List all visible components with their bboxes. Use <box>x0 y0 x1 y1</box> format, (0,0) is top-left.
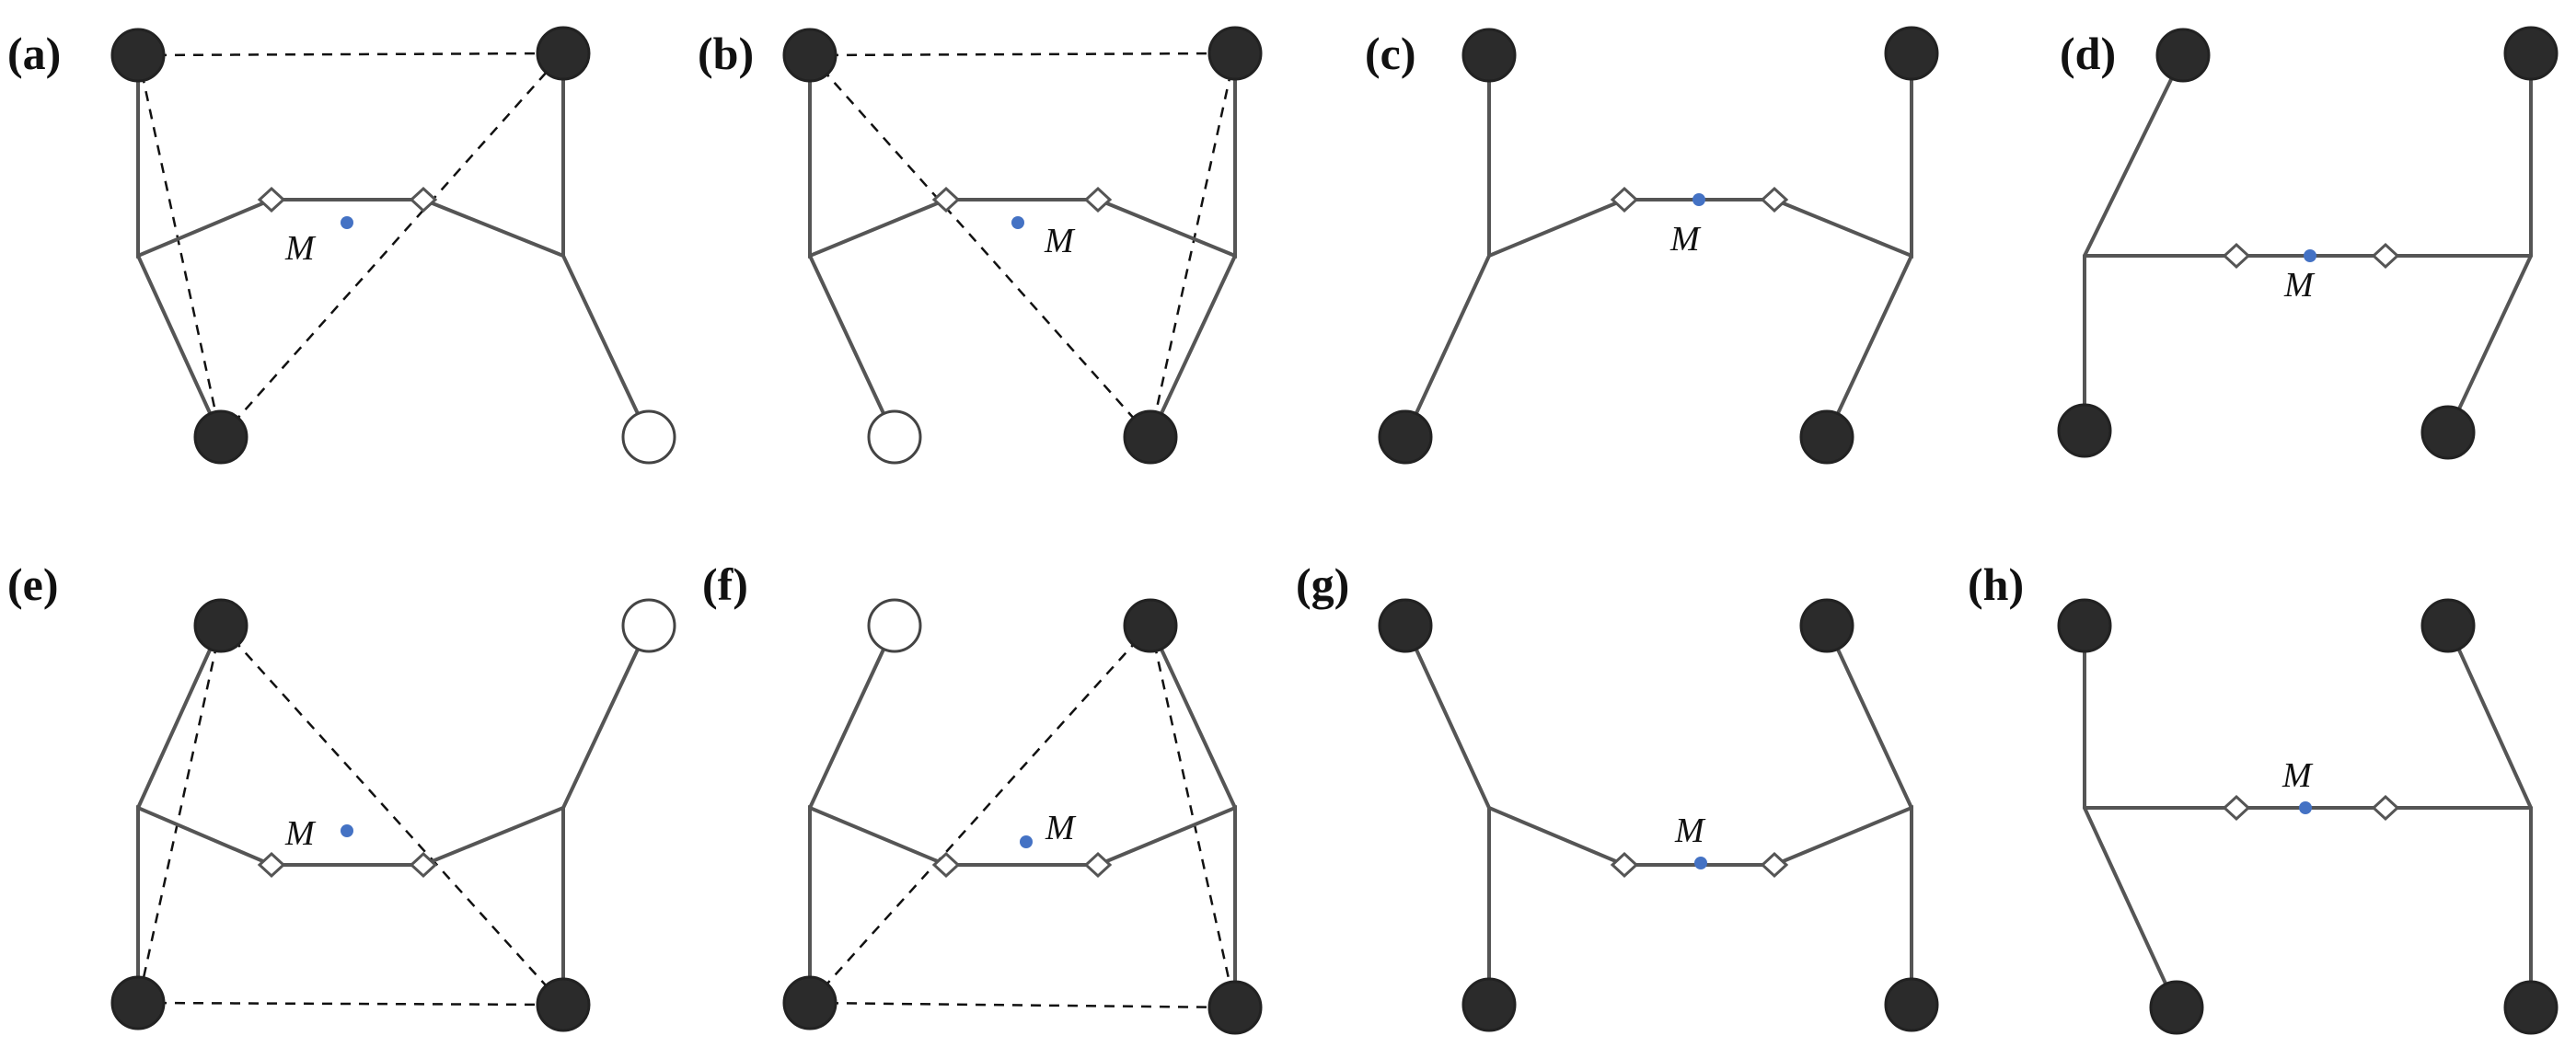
panel-h-contact-foot-bottom-right <box>2503 980 2559 1035</box>
panel-e-contact-foot-bottom-left <box>110 975 166 1030</box>
panel-d-center-point <box>2304 249 2316 262</box>
panel-c-links <box>1404 52 1913 439</box>
panel-d-revolute-joint-left <box>2222 242 2251 270</box>
panel-f-contact-foot-bottom-left <box>782 975 837 1030</box>
panel-g: (g) M <box>1296 558 1939 1032</box>
panel-b: (b) M <box>698 26 1263 465</box>
panel-h-revolute-joint-left <box>2222 794 2251 822</box>
panel-e-revolute-joint-left <box>257 851 286 879</box>
panel-g-links <box>1404 624 1913 1007</box>
panel-e-free-foot-top-right <box>621 598 676 653</box>
panel-a-revolute-joint-left <box>257 186 286 213</box>
panel-g-revolute-joint-right <box>1760 851 1789 879</box>
panel-c-contact-foot-top-right <box>1884 26 1939 81</box>
panel-d-contact-foot-top-right <box>2503 26 2559 81</box>
panel-e-contact-foot-bottom-right <box>536 977 591 1032</box>
panel-f-free-foot-top-left <box>867 598 922 653</box>
panel-a-m-label: M <box>284 229 317 268</box>
panel-e-revolute-joint-right <box>409 851 438 879</box>
panel-e-m-label: M <box>284 814 317 853</box>
panel-d-contact-foot-bottom-left <box>2057 403 2112 458</box>
panel-h-contact-foot-top-right <box>2420 598 2476 653</box>
panel-a-contact-foot-bottom-left <box>193 409 248 465</box>
panel-g-contact-foot-bottom-left <box>1461 977 1517 1032</box>
panel-d-links <box>2083 52 2533 434</box>
panel-b-free-foot-bottom-left <box>867 409 922 465</box>
panel-h-revolute-joint-right <box>2371 794 2400 822</box>
panel-f-revolute-joint-left <box>931 851 961 879</box>
panel-f-contact-foot-bottom-right <box>1207 980 1263 1035</box>
panel-g-label: (g) <box>1296 558 1349 610</box>
panel-d-contact-foot-top-left <box>2155 28 2211 83</box>
panel-f-revolute-joint-right <box>1083 851 1113 879</box>
panel-f-label: (f) <box>702 558 748 610</box>
panel-c-revolute-joint-right <box>1760 186 1789 213</box>
panel-c-revolute-joint-left <box>1610 186 1639 213</box>
panel-c-label: (c) <box>1365 28 1416 79</box>
panel-c: (c) M <box>1365 26 1939 465</box>
panel-e: (e) M <box>7 558 676 1032</box>
panel-d-revolute-joint-right <box>2371 242 2400 270</box>
panel-e-label: (e) <box>7 558 59 610</box>
panel-g-center-point <box>1694 857 1707 869</box>
panel-a-label: (a) <box>7 28 61 79</box>
panel-b-dashed-lines <box>809 52 1237 438</box>
panel-d-label: (d) <box>2060 28 2116 79</box>
panel-d-m-label: M <box>2283 266 2316 305</box>
panel-b-contact-foot-top-left <box>782 28 837 83</box>
panel-g-contact-foot-top-right <box>1799 598 1854 653</box>
panel-f-center-point <box>1020 835 1033 848</box>
panel-a-links <box>136 52 651 439</box>
panel-h-center-point <box>2299 801 2312 814</box>
panel-c-contact-foot-bottom-left <box>1378 409 1433 465</box>
panel-a-dashed-lines <box>136 52 564 438</box>
panel-e-contact-foot-top-left <box>193 598 248 653</box>
panel-e-links <box>136 624 651 1007</box>
panel-g-m-label: M <box>1674 812 1706 850</box>
panel-f-dashed-lines <box>809 625 1237 1009</box>
panel-a-contact-foot-top-left <box>110 28 166 83</box>
panel-b-center-point <box>1011 216 1024 229</box>
panel-c-m-label: M <box>1669 220 1702 259</box>
panel-c-contact-foot-top-left <box>1461 28 1517 83</box>
panel-b-m-label: M <box>1044 222 1076 260</box>
panel-f-m-label: M <box>1045 809 1077 847</box>
panel-f-contact-foot-top-right <box>1123 598 1178 653</box>
panel-f-links <box>808 624 1237 1009</box>
panel-h-label: (h) <box>1968 558 2024 610</box>
panel-e-center-point <box>341 824 353 837</box>
panel-b-revolute-joint-left <box>931 186 961 213</box>
panel-a-center-point <box>341 216 353 229</box>
panel-b-contact-foot-bottom-right <box>1123 409 1178 465</box>
panel-b-contact-foot-top-right <box>1207 26 1263 81</box>
panel-h: (h) M <box>1968 558 2559 1035</box>
panel-e-dashed-lines <box>136 625 564 1007</box>
panel-d: (d) M <box>2057 26 2559 460</box>
panel-g-contact-foot-top-left <box>1378 598 1433 653</box>
panel-a-contact-foot-top-right <box>536 26 591 81</box>
panel-c-contact-foot-bottom-right <box>1799 409 1854 465</box>
panel-h-links <box>2083 624 2533 1009</box>
panel-g-contact-foot-bottom-right <box>1884 977 1939 1032</box>
panel-a: (a) M <box>7 26 676 465</box>
panel-b-revolute-joint-right <box>1083 186 1113 213</box>
panel-a-free-foot-bottom-right <box>621 409 676 465</box>
panel-a-revolute-joint-right <box>409 186 438 213</box>
panel-h-contact-foot-bottom-left <box>2149 980 2204 1035</box>
panel-h-contact-foot-top-left <box>2057 598 2112 653</box>
panel-d-contact-foot-bottom-right <box>2420 405 2476 460</box>
panel-c-center-point <box>1692 193 1705 206</box>
panel-h-m-label: M <box>2281 756 2314 795</box>
panel-b-links <box>808 52 1237 439</box>
panel-b-label: (b) <box>698 28 754 79</box>
panel-f: (f) M <box>702 558 1263 1035</box>
panel-g-revolute-joint-left <box>1610 851 1639 879</box>
